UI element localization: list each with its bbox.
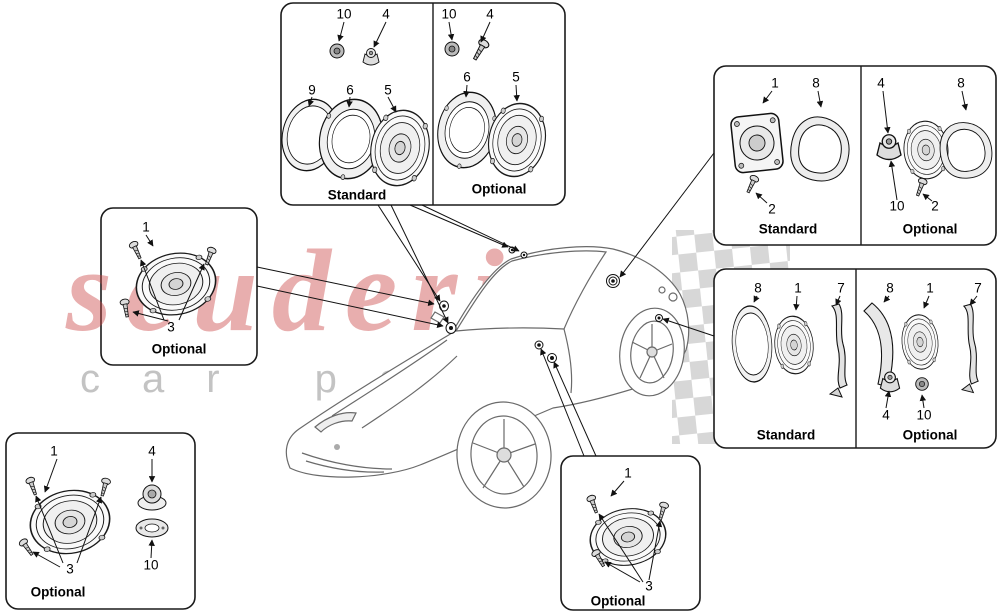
callout-2[interactable]: 2 bbox=[931, 199, 939, 214]
section-label-optional: Optional bbox=[31, 585, 86, 600]
callout-1[interactable]: 1 bbox=[926, 281, 934, 296]
callout-9[interactable]: 9 bbox=[308, 83, 316, 98]
callout-1[interactable]: 1 bbox=[50, 444, 58, 459]
callouts: 10 4 9 6 5 Standard 10 4 6 5 Optional 1 … bbox=[31, 7, 982, 609]
callout-7[interactable]: 7 bbox=[974, 281, 982, 296]
part-grommet bbox=[444, 41, 460, 57]
section-label-optional: Optional bbox=[591, 594, 646, 609]
badge-icon bbox=[334, 444, 340, 450]
rear-wheel bbox=[619, 307, 685, 397]
callout-6[interactable]: 6 bbox=[463, 70, 471, 85]
callout-10[interactable]: 10 bbox=[889, 199, 904, 214]
callout-4[interactable]: 4 bbox=[486, 7, 494, 22]
panel-top-right bbox=[713, 65, 997, 246]
callout-1[interactable]: 1 bbox=[624, 466, 632, 481]
part-grommet bbox=[915, 377, 929, 391]
section-label-optional: Optional bbox=[903, 428, 958, 443]
callout-5[interactable]: 5 bbox=[512, 70, 520, 85]
callout-5[interactable]: 5 bbox=[384, 83, 392, 98]
panel-mid-right bbox=[713, 268, 997, 449]
part-speaker bbox=[729, 111, 785, 175]
callout-8[interactable]: 8 bbox=[957, 76, 965, 91]
section-label-standard: Standard bbox=[759, 222, 818, 237]
car-illustration bbox=[285, 246, 690, 509]
section-label-optional: Optional bbox=[903, 222, 958, 237]
front-wheel bbox=[456, 401, 552, 509]
callout-3[interactable]: 3 bbox=[66, 562, 74, 577]
callout-4[interactable]: 4 bbox=[882, 408, 890, 423]
part-pad bbox=[135, 518, 169, 538]
callout-10[interactable]: 10 bbox=[916, 408, 931, 423]
section-label-optional: Optional bbox=[472, 182, 527, 197]
callout-8[interactable]: 8 bbox=[886, 281, 894, 296]
part-grommet bbox=[329, 43, 345, 59]
callout-8[interactable]: 8 bbox=[754, 281, 762, 296]
callout-1[interactable]: 1 bbox=[142, 220, 150, 235]
callout-3[interactable]: 3 bbox=[645, 579, 653, 594]
callout-10[interactable]: 10 bbox=[336, 7, 351, 22]
callout-4[interactable]: 4 bbox=[877, 76, 885, 91]
callout-3[interactable]: 3 bbox=[167, 320, 175, 335]
callout-4[interactable]: 4 bbox=[148, 444, 156, 459]
callout-4[interactable]: 4 bbox=[382, 7, 390, 22]
callout-1[interactable]: 1 bbox=[771, 76, 779, 91]
callout-leaders bbox=[32, 21, 978, 583]
callout-6[interactable]: 6 bbox=[346, 83, 354, 98]
callout-10[interactable]: 10 bbox=[441, 7, 456, 22]
callout-10[interactable]: 10 bbox=[143, 558, 158, 573]
section-label-standard: Standard bbox=[328, 188, 387, 203]
section-label-standard: Standard bbox=[757, 428, 816, 443]
callout-2[interactable]: 2 bbox=[768, 202, 776, 217]
callout-1[interactable]: 1 bbox=[794, 281, 802, 296]
callout-7[interactable]: 7 bbox=[837, 281, 845, 296]
section-label-optional: Optional bbox=[152, 342, 207, 357]
callout-8[interactable]: 8 bbox=[812, 76, 820, 91]
panel-to-car-leaders bbox=[256, 152, 715, 457]
